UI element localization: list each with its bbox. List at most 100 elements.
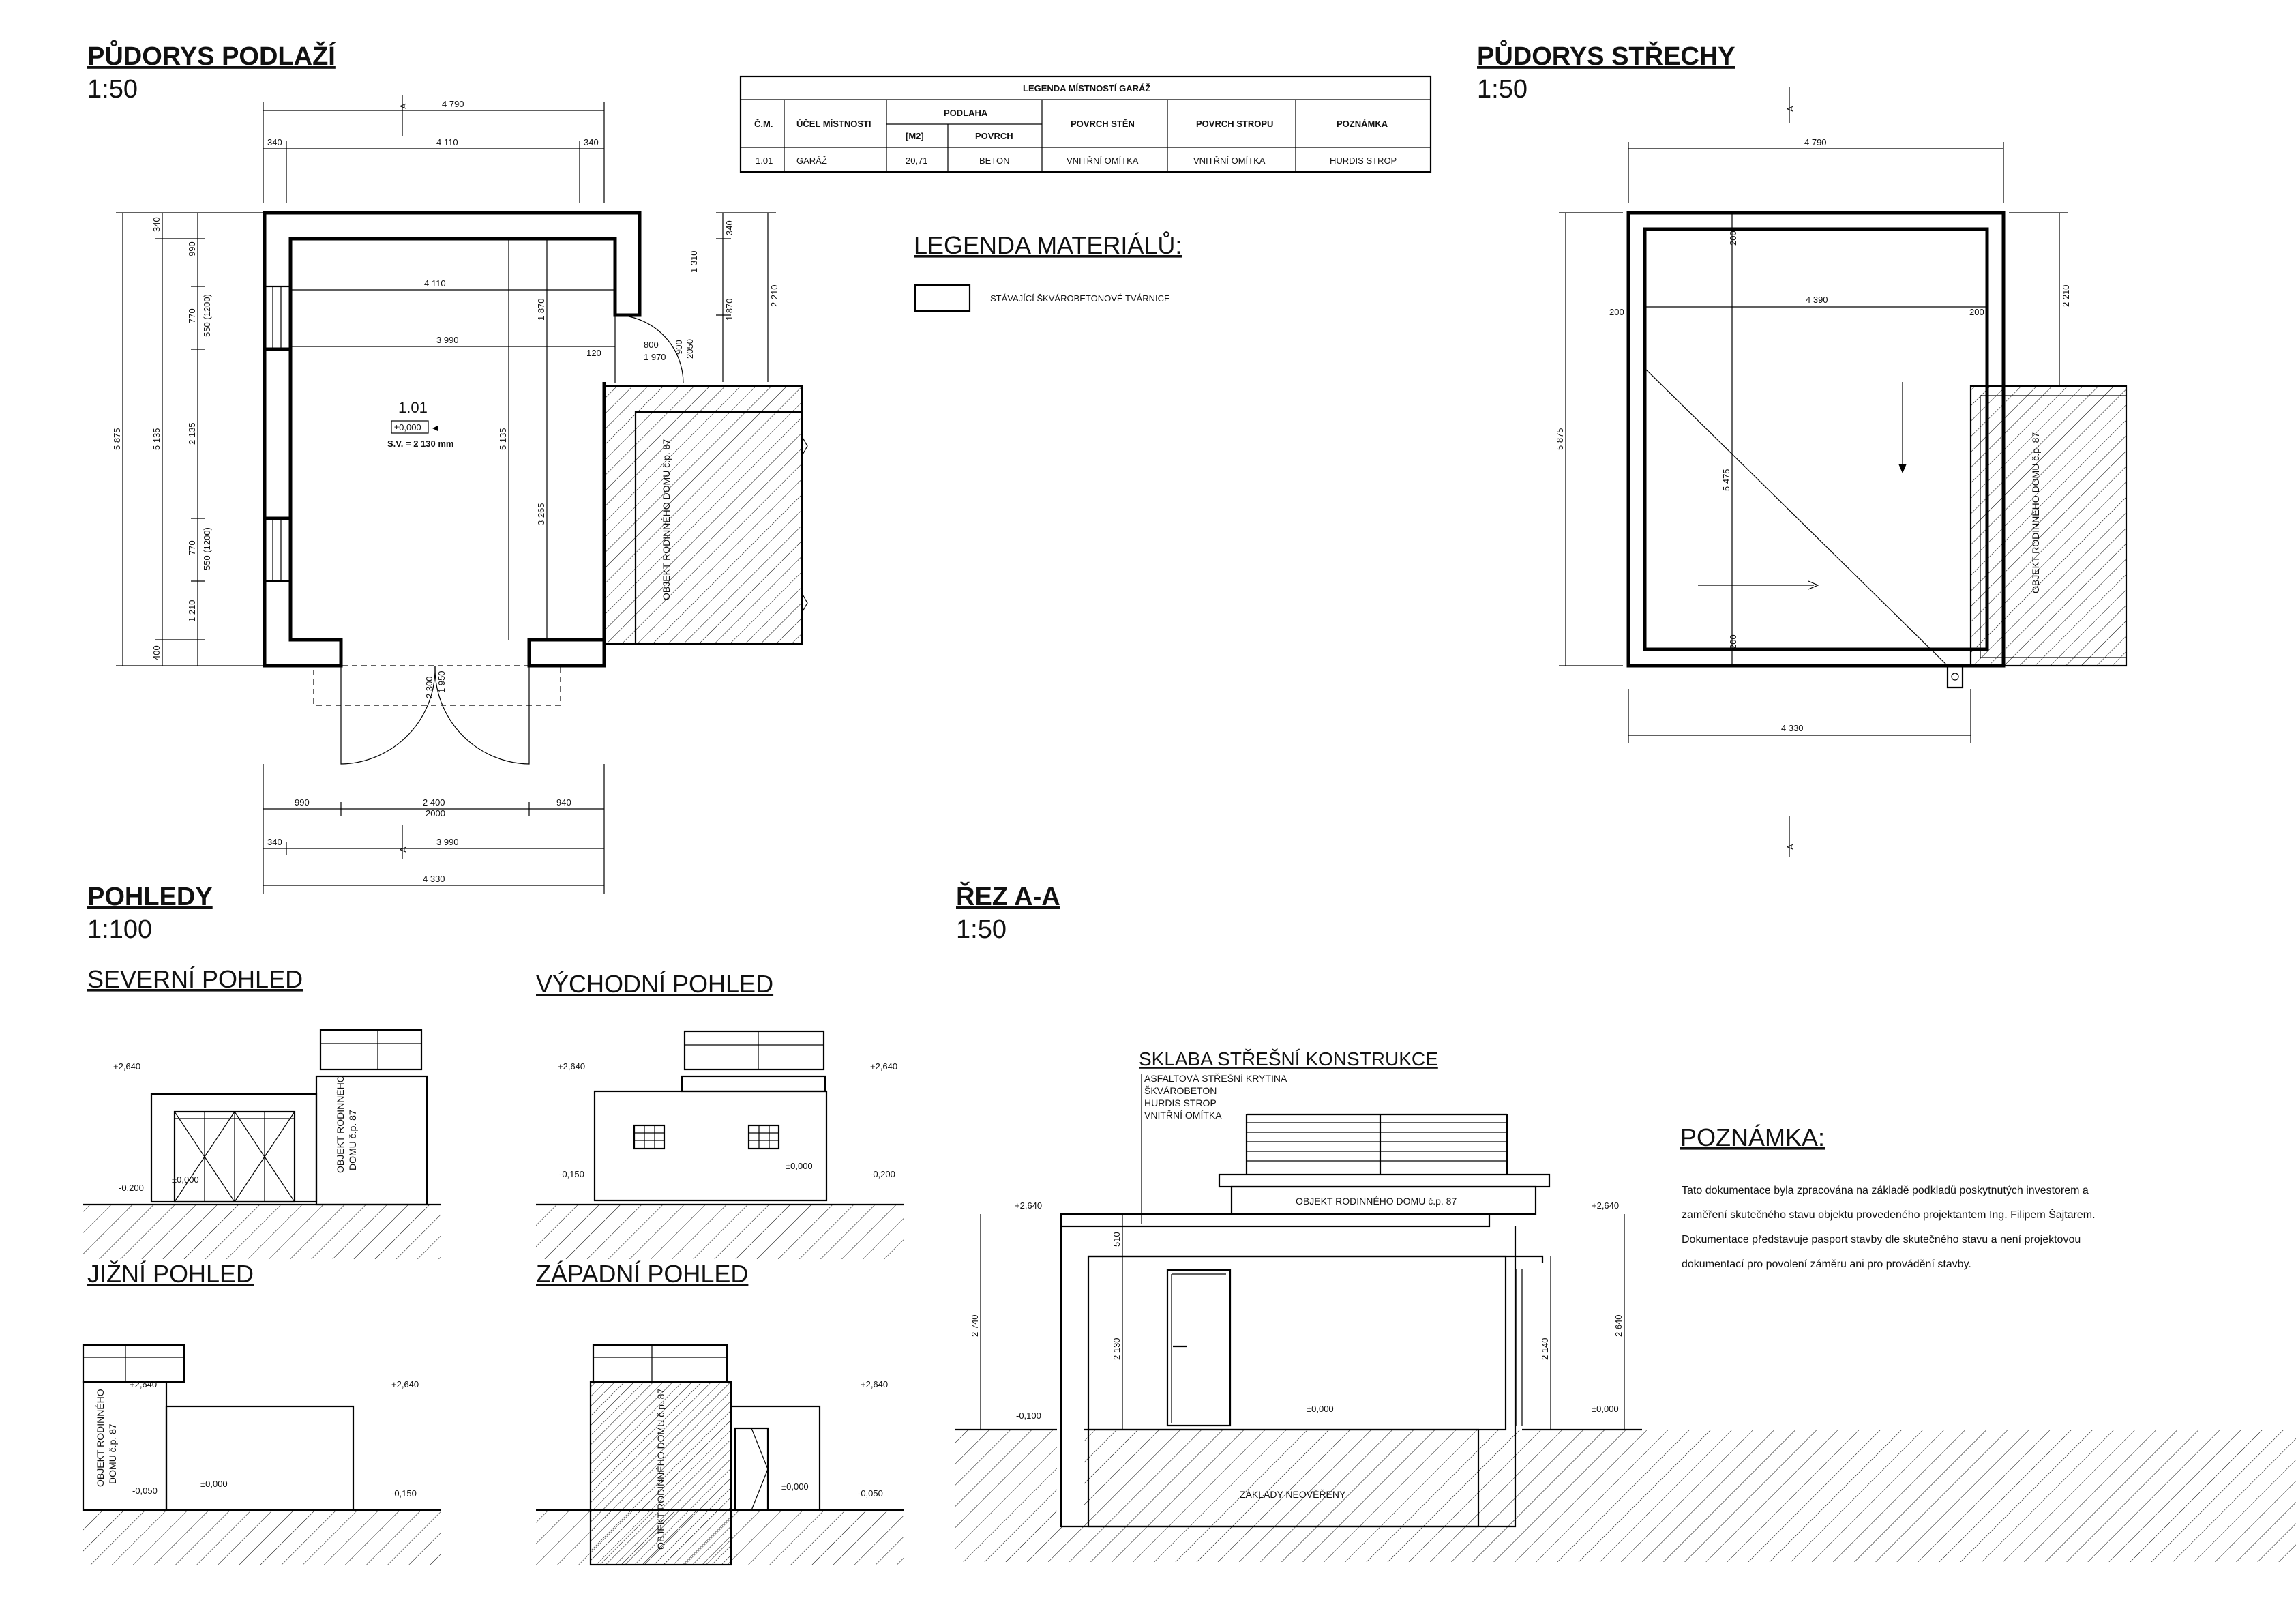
dim-door-w: 800	[644, 340, 659, 350]
dim-bottom-a: 990	[295, 797, 310, 808]
dim-right-b: 1 310	[689, 250, 699, 273]
dim-top-left: 340	[267, 137, 282, 147]
north-lvl-top: +2,640	[113, 1061, 140, 1072]
south-title: JIŽNÍ POHLED	[87, 1260, 254, 1288]
roof-dim-right-edge: 200	[1969, 307, 1984, 317]
roof-dim-top: 4 790	[1804, 137, 1827, 147]
td-area: 20,71	[906, 156, 928, 166]
section-title: ŘEZ A-A	[956, 881, 1060, 911]
north-title: SEVERNÍ POHLED	[87, 965, 303, 993]
dim-top-mid: 4 110	[436, 137, 458, 147]
section-neighbor: OBJEKT RODINNÉHO DOMU č.p. 87	[1296, 1196, 1457, 1207]
views-scale: 1:100	[87, 915, 152, 944]
dim-bottom-b: 2 400	[423, 797, 445, 808]
section-lvl-ground-l: -0,100	[1016, 1411, 1041, 1421]
dim-bottom-overall: 4 330	[423, 874, 445, 884]
td-num: 1.01	[756, 156, 773, 166]
roof-dim-top-edge: 200	[1728, 231, 1738, 246]
dim-left-e2: 550 (1200)	[202, 527, 212, 570]
dim-left-c2: 550 (1200)	[202, 294, 212, 337]
dim-left-f: 1 210	[187, 600, 197, 622]
roof-plan: PŮDORYS STŘECHY 1:50 A 4 790 4 390 200 2…	[1477, 39, 2128, 857]
roof-dim-diag: 5 475	[1721, 469, 1731, 491]
north-lvl-ground: -0,200	[119, 1183, 144, 1193]
section-mark-top: A	[398, 103, 408, 109]
floor-neighbor-label: OBJEKT RODINNÉHO DOMU č.p. 87	[661, 439, 672, 600]
roof-dim-right-h: 2 210	[2061, 284, 2071, 307]
roof-layer-3: HURDIS STROP	[1144, 1097, 1217, 1108]
roof-dim-overall-h: 5 875	[1555, 428, 1565, 450]
dim-left-b: 990	[187, 241, 197, 256]
floor-plan: PŮDORYS PODLAŽÍ 1:50 A 4 790 340 4 110 3…	[87, 39, 808, 894]
materials-legend: LEGENDA MATERIÁLŮ: STÁVAJÍCÍ ŠKVÁROBETON…	[914, 231, 1182, 312]
roof-dim-bottom: 4 330	[1781, 723, 1804, 733]
td-note: HURDIS STROP	[1330, 156, 1397, 166]
section-scale: 1:50	[956, 915, 1007, 944]
section-dim-total-l: 2 740	[970, 1314, 980, 1337]
dim-door-gap: 120	[586, 348, 601, 358]
dim-inner-width-2: 3 990	[436, 335, 459, 345]
roof-layer-2: ŠKVÁROBETON	[1144, 1085, 1217, 1096]
room-height: S.V. = 2 130 mm	[387, 439, 453, 449]
north-gate-boards	[174, 1111, 295, 1202]
west-title: ZÁPADNÍ POHLED	[536, 1260, 748, 1288]
dim-door-w2: 1 970	[644, 352, 666, 362]
section-mark-bottom: A	[398, 846, 408, 853]
note: POZNÁMKA: Tato dokumentace byla zpracová…	[1680, 1123, 2096, 1270]
note-line-3: Dokumentace představuje pasport stavby d…	[1682, 1234, 2081, 1245]
dim-left-e: 770	[187, 540, 197, 555]
west-lvl-top: +2,640	[861, 1379, 888, 1389]
west-lvl-zero: ±0,000	[781, 1481, 809, 1492]
dim-bottom-e: 3 990	[436, 837, 459, 847]
dim-inner-width: 4 110	[424, 278, 446, 289]
th-num: Č.M.	[754, 119, 773, 129]
th-surface: POVRCH	[975, 131, 1013, 141]
dim-gate-b: 1 950	[436, 670, 447, 693]
roof-section-mark-top: A	[1785, 106, 1795, 112]
roof-dim-left-edge: 200	[1609, 307, 1624, 317]
section-lvl-zero-mid: ±0,000	[1307, 1404, 1334, 1414]
note-title: POZNÁMKA:	[1680, 1123, 1825, 1151]
south-neighbor-1: OBJEKT RODINNÉHO	[95, 1389, 106, 1487]
td-ceiling: VNITŘNÍ OMÍTKA	[1193, 156, 1266, 166]
th-note: POZNÁMKA	[1337, 119, 1388, 129]
th-ceiling: POVRCH STROPU	[1196, 119, 1273, 129]
south-lvl-zero: ±0,000	[200, 1479, 228, 1489]
dim-left-g: 400	[151, 645, 162, 660]
dim-left-c: 770	[187, 308, 197, 323]
room-number: 1.01	[398, 399, 428, 416]
east-lvl-zero: ±0,000	[786, 1161, 813, 1171]
dim-right-d: 2 210	[769, 284, 779, 307]
section-lvl-zero-r: ±0,000	[1592, 1404, 1619, 1414]
east-lvl-ground-l: -0,150	[559, 1169, 584, 1179]
west-lvl-ground: -0,050	[858, 1488, 883, 1498]
dim-bottom-d: 340	[267, 837, 282, 847]
dim-inner-h-b: 5 135	[498, 428, 508, 450]
roof-plan-title: PŮDORYS STŘECHY	[1477, 39, 1735, 71]
room-table: LEGENDA MÍSTNOSTÍ GARÁŽ Č.M. ÚČEL MÍSTNO…	[739, 75, 1432, 173]
views: POHLEDY 1:100 SEVERNÍ POHLED OBJEKT RODI…	[82, 883, 904, 1566]
th-area: [M2]	[906, 131, 924, 141]
section-dim-slab: 510	[1112, 1232, 1122, 1247]
material-swatch	[914, 284, 971, 312]
east-title: VÝCHODNÍ POHLED	[536, 970, 773, 998]
floor-plan-title: PŮDORYS PODLAŽÍ	[87, 39, 336, 71]
railing	[1245, 1113, 1508, 1175]
east-lvl-top-r: +2,640	[870, 1061, 897, 1072]
south-lvl-top-l: +2,640	[130, 1379, 157, 1389]
views-title: POHLEDY	[87, 883, 213, 911]
dim-left-overall: 5 875	[112, 428, 122, 450]
south-lvl-top-r: +2,640	[391, 1379, 419, 1389]
dim-bottom-c: 940	[556, 797, 571, 808]
west-neighbor: OBJEKT RODINNÉHO DOMU č.p. 87	[655, 1389, 666, 1550]
section-dim-inner-r: 2 140	[1540, 1338, 1550, 1360]
east-lvl-ground-r: -0,200	[870, 1169, 895, 1179]
dim-left-mid: 5 135	[151, 428, 162, 450]
north-neighbor-2: DOMU č.p. 87	[347, 1110, 358, 1170]
dim-left-d: 2 135	[187, 422, 197, 445]
note-line-4: dokumentací pro povolení záměru ani pro …	[1682, 1258, 1971, 1270]
south-lvl-ground-l: -0,050	[132, 1486, 158, 1496]
south-neighbor-2: DOMU č.p. 87	[107, 1423, 118, 1484]
section-dim-inner: 2 130	[1112, 1338, 1122, 1360]
th-walls: POVRCH STĚN	[1071, 119, 1135, 129]
